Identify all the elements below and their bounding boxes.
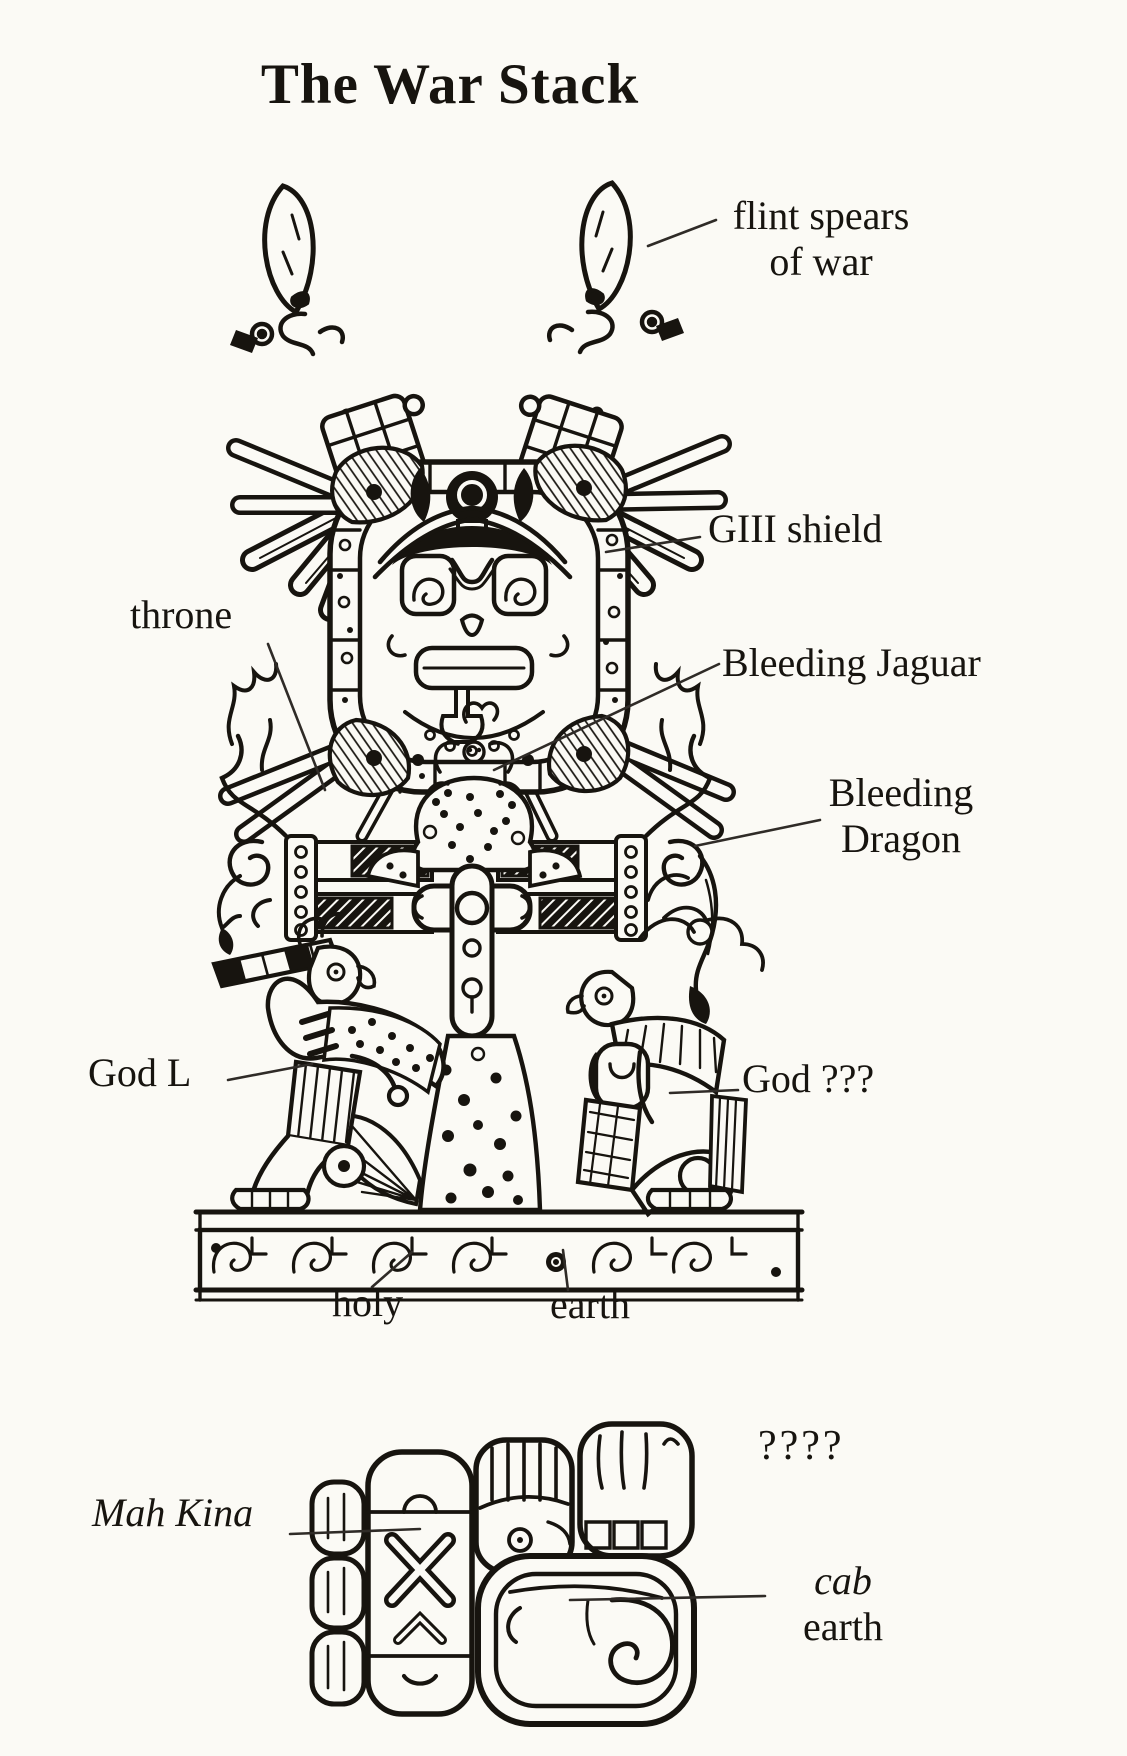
giii-shield xyxy=(218,434,736,844)
jaguar-pelt-column xyxy=(329,1033,543,1213)
label-cab-line1: cab xyxy=(814,1558,872,1603)
leader-bleeding-jaguar xyxy=(492,662,721,772)
throne-band xyxy=(216,662,719,1039)
leader-bleeding-dragon xyxy=(693,818,822,848)
leader-throne xyxy=(266,642,327,792)
bleeding-dragon-left xyxy=(216,662,289,955)
label-holy: holy xyxy=(332,1280,404,1325)
shield-feather-tufts xyxy=(327,443,631,798)
label-unknown-glyph: ???? xyxy=(758,1423,845,1469)
label-flint-line1: flint spears xyxy=(732,193,910,238)
label-god-l: God L xyxy=(88,1050,192,1095)
label-giii-shield: GIII shield xyxy=(708,506,883,551)
jaguar-god-face xyxy=(386,553,570,766)
leader-giii-shield xyxy=(604,535,702,554)
leader-flint-spears xyxy=(646,218,718,248)
leader-earth xyxy=(561,1248,570,1292)
label-bleeding-jaguar: Bleeding Jaguar xyxy=(722,640,981,685)
mah-kina-cab-glyph-block xyxy=(309,1421,697,1727)
leader-mah-kina xyxy=(288,1527,422,1536)
leader-holy xyxy=(370,1250,414,1289)
label-flint-line2: of war xyxy=(769,239,873,285)
label-throne: throne xyxy=(130,592,233,637)
holy-earth-baseband xyxy=(193,1209,805,1302)
label-bleeding-dragon: Bleeding Dragon xyxy=(768,770,1034,863)
label-cab-line2: earth xyxy=(803,1604,883,1650)
label-dragon-line1: Bleeding xyxy=(828,770,974,815)
label-dragon-line2: Dragon xyxy=(841,816,961,862)
leader-god-unknown xyxy=(668,1088,740,1095)
label-earth: earth xyxy=(550,1282,630,1327)
leader-lines xyxy=(226,218,822,1602)
unknown-god-figure xyxy=(565,873,765,1218)
label-god-unknown: God ??? xyxy=(742,1056,875,1101)
bleeding-jaguar xyxy=(365,701,583,1039)
label-cab-earth: cab earth xyxy=(768,1558,918,1651)
label-mah-kina: Mah Kina xyxy=(92,1490,254,1535)
shield-top-knot xyxy=(372,468,573,580)
god-l-figure xyxy=(211,911,446,1212)
leader-cab xyxy=(568,1594,767,1602)
page-title: The War Stack xyxy=(260,53,640,116)
leader-god-l xyxy=(226,1062,314,1082)
label-flint-spears-of-war: flint spears of war xyxy=(690,193,952,286)
